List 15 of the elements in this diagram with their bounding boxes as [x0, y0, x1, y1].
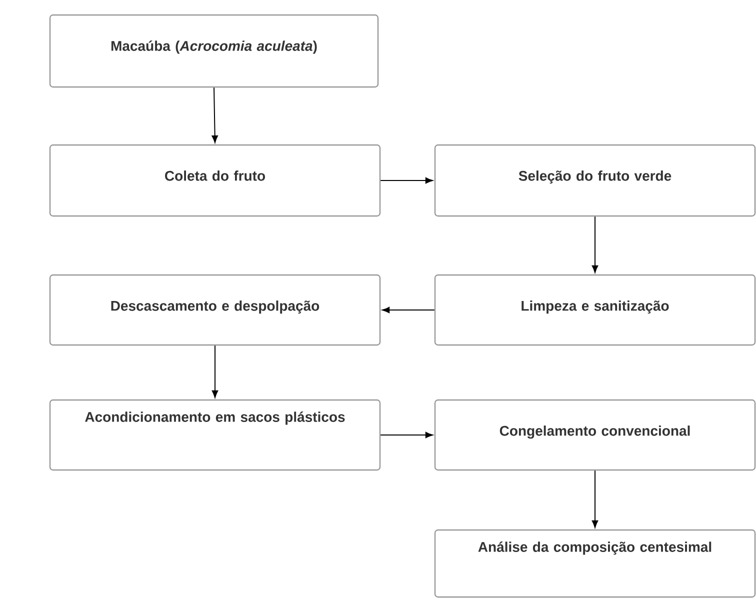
process-box: Descascamento e despolpação	[49, 274, 381, 346]
arrow	[382, 306, 435, 314]
process-box: Macaúba (Acrocomia aculeata)	[49, 14, 379, 88]
arrow	[212, 345, 218, 398]
arrow	[380, 432, 433, 438]
process-box: Congelamento convencional	[434, 399, 756, 471]
process-box: Acondicionamento em sacos plásticos	[49, 399, 381, 471]
process-box: Análise da composição centesimal	[434, 529, 756, 598]
arrow	[380, 177, 433, 184]
arrow	[592, 216, 598, 273]
arrow	[212, 87, 218, 143]
process-box: Seleção do fruto verde	[434, 144, 756, 217]
process-box: Coleta do fruto	[49, 144, 381, 217]
process-box: Limpeza e sanitização	[434, 274, 756, 346]
arrow	[592, 470, 598, 528]
